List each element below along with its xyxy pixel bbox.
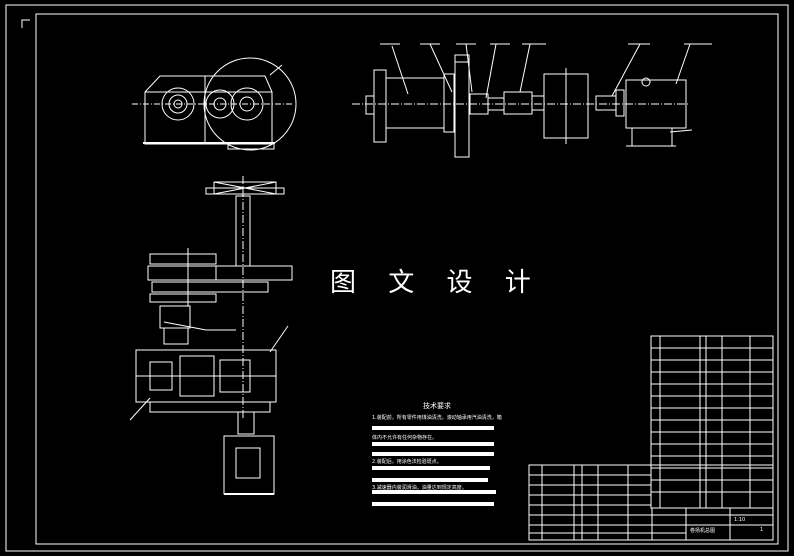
gearbox-front-view — [132, 57, 297, 151]
technical-requirement-line: 3.减速器内装润滑油，油量达到规定高度。 — [372, 485, 467, 491]
title-block — [528, 464, 774, 541]
parts-list-table — [650, 335, 774, 509]
technical-requirement-line: 1.装配前，所有零件用煤油清洗，滚动轴承用汽油清洗，箱 — [372, 415, 502, 421]
winch-side-view — [352, 43, 712, 158]
technical-requirements-title: 技术要求 — [423, 402, 451, 410]
outer-frame — [5, 4, 789, 552]
corner-mark — [21, 19, 30, 28]
technical-requirement-line: 2.装配后，用涂色法检验斑点。 — [372, 459, 442, 465]
technical-text-bars — [372, 426, 496, 506]
drawing-scale: 1:10 — [734, 517, 746, 523]
drawing-name: 卷扬机总图 — [690, 528, 716, 534]
drive-train-plan-view — [129, 176, 293, 495]
technical-requirement-line: 体内不允许有任何杂物存在。 — [372, 435, 438, 441]
sheet-number: 1 — [760, 527, 764, 533]
inner-frame — [35, 13, 779, 545]
watermark: 图 文 设 计 — [330, 268, 543, 298]
